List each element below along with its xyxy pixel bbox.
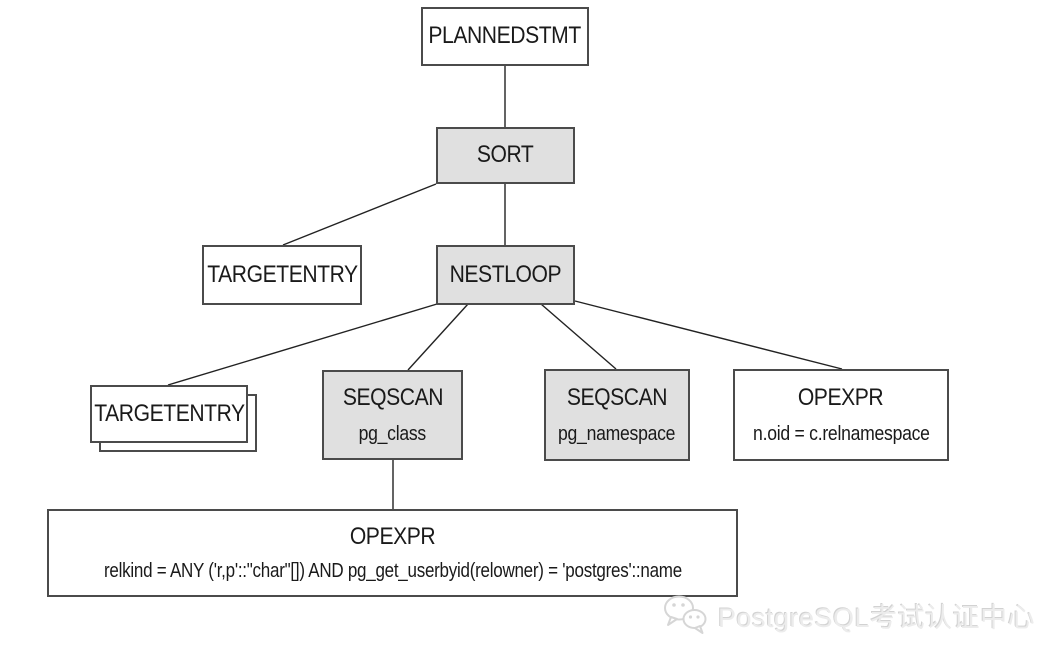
node-opexpr-filter: OPEXPR relkind = ANY ('r,p'::"char"[]) A… [47,509,738,597]
edge-nestloop-seqscan-pgnamespace [540,303,617,370]
node-label: TARGETENTRY [93,399,245,427]
node-sublabel: pg_namespace [558,423,676,446]
node-nestloop: NESTLOOP [436,245,575,305]
node-label: PLANNEDSTMT [428,22,582,50]
node-sublabel: relkind = ANY ('r,p'::"char"[]) AND pg_g… [103,560,682,583]
node-label: SEQSCAN [566,383,668,411]
wechat-icon [664,595,707,634]
watermark-text: PostgreSQL考试认证中心 [718,602,1036,633]
node-plannedstmt: PLANNEDSTMT [421,7,589,66]
edge-sort-targetentry [282,183,437,246]
node-seqscan-pg-class: SEQSCAN pg_class [322,370,463,460]
node-label: OPEXPR [349,522,436,550]
node-seqscan-pg-namespace: SEQSCAN pg_namespace [544,369,690,461]
node-sublabel: n.oid = c.relnamespace [752,423,930,446]
node-label: NESTLOOP [449,260,562,288]
node-sort: SORT [436,127,575,184]
node-label: TARGETENTRY [206,260,358,288]
node-targetentry-nestloop: TARGETENTRY [90,385,248,443]
node-label: OPEXPR [798,383,884,411]
node-label: SORT [477,141,534,169]
edge-nestloop-targetentry [167,303,438,386]
node-targetentry-sort: TARGETENTRY [202,245,362,305]
node-sublabel: pg_class [358,423,427,446]
edge-nestloop-seqscan-pgclass [407,303,469,371]
edge-nestloop-opexpr [574,300,843,370]
watermark: PostgreSQL考试认证中心 [662,593,1035,637]
node-label: SEQSCAN [342,383,443,411]
node-opexpr-join: OPEXPR n.oid = c.relnamespace [733,369,949,461]
